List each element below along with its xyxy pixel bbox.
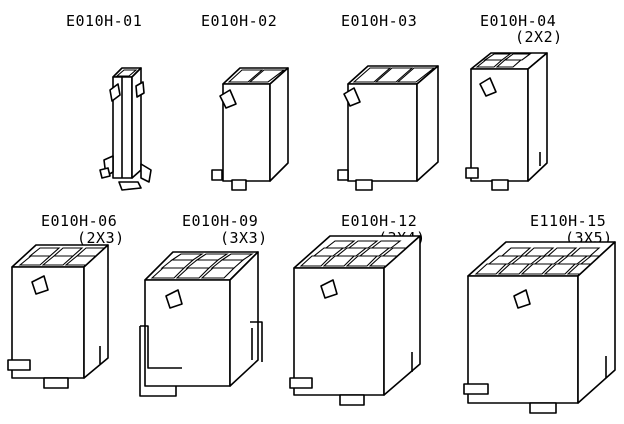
part-label-e110h-15: E110H-15 xyxy=(530,212,607,230)
part-label-e010h-12: E010H-12 xyxy=(341,212,418,230)
part-label-e010h-01: E010H-01 xyxy=(66,12,143,30)
connector-e010h-09 xyxy=(139,251,263,397)
connector-e010h-02 xyxy=(211,67,289,191)
connector-e010h-01 xyxy=(99,67,152,191)
part-label-e010h-06: E010H-06 xyxy=(41,212,118,230)
grid-label-e010h-09: (3X3) xyxy=(220,229,268,247)
connector-e010h-03 xyxy=(337,65,439,191)
part-label-e010h-04: E010H-04 xyxy=(480,12,557,30)
part-label-e010h-09: E010H-09 xyxy=(182,212,259,230)
grid-label-e010h-06: (2X3) xyxy=(77,229,125,247)
connector-e010h-06 xyxy=(7,244,109,389)
grid-label-e010h-04: (2X2) xyxy=(515,28,563,46)
connector-e010h-12 xyxy=(289,235,421,406)
connector-e110h-15 xyxy=(463,241,616,414)
part-label-e010h-03: E010H-03 xyxy=(341,12,418,30)
part-label-e010h-02: E010H-02 xyxy=(201,12,278,30)
connector-e010h-04 xyxy=(465,52,548,191)
